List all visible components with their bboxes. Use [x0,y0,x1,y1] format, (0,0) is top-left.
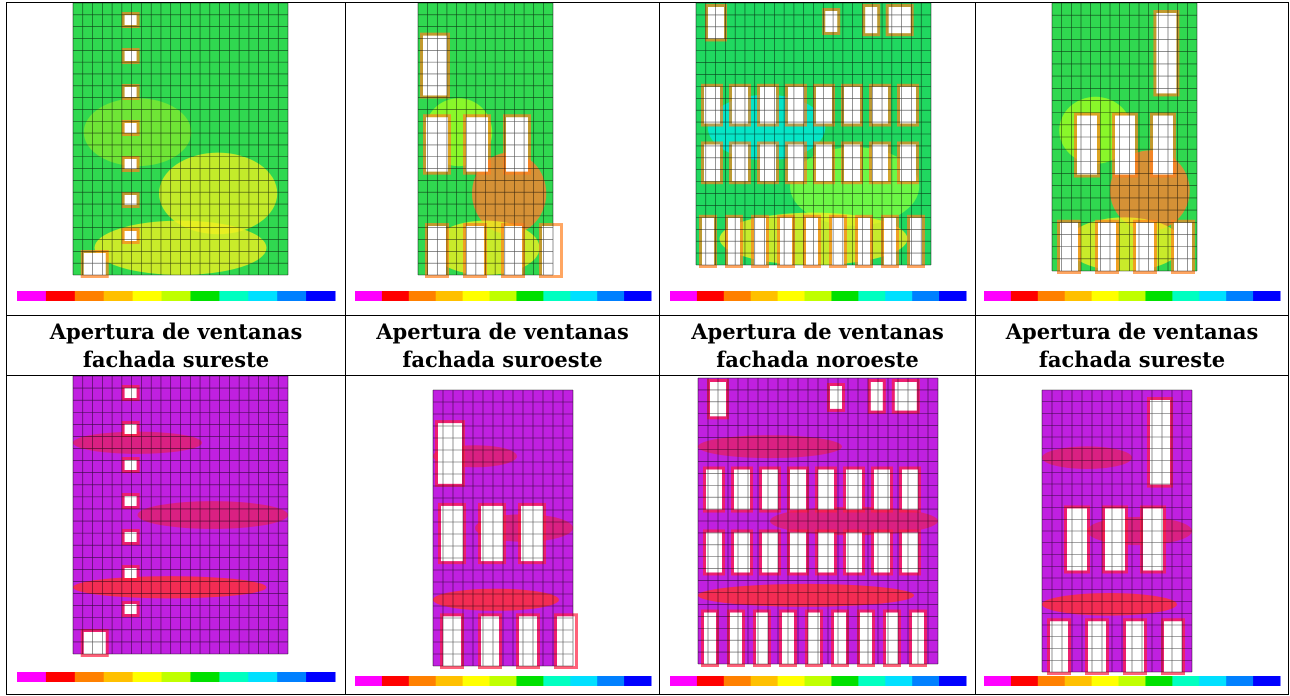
caption-line-2: fachada suroeste [402,346,603,372]
caption-line-1: Apertura de ventanas [1005,318,1259,344]
caption-line-2: fachada sureste [82,346,270,372]
caption-line-1: Apertura de ventanas [49,318,303,344]
figure-cell [975,2,1289,316]
contour-suroeste-top [354,3,651,301]
caption-line-1: Apertura de ventanas [691,318,944,344]
caption-sureste-2: Apertura de ventanas fachada sureste [975,315,1289,376]
contour-suroeste-bottom [354,389,651,686]
contour-sureste2-top [984,3,1281,301]
caption-noroeste: Apertura de ventanas fachada noroeste [659,315,976,376]
figure-cell [6,2,346,316]
contour-sureste-bottom [17,376,336,682]
contour-sureste2-bottom [984,389,1281,686]
contour-noroeste-top [669,3,966,301]
figure-cell [345,2,660,316]
figure-cell [345,375,660,695]
caption-sureste: Apertura de ventanas fachada sureste [6,315,346,376]
caption-line-2: fachada noroeste [716,346,919,372]
figure-cell [6,375,346,695]
caption-suroeste: Apertura de ventanas fachada suroeste [345,315,660,376]
figure-cell [659,375,976,695]
caption-line-2: fachada sureste [1038,346,1226,372]
figure-cell [975,375,1289,695]
contour-sureste-top [17,3,336,301]
figure-table: Apertura de ventanas fachada sureste Ape… [6,2,1289,695]
figure-cell [659,2,976,316]
contour-noroeste-bottom [669,377,966,686]
caption-line-1: Apertura de ventanas [376,318,629,344]
